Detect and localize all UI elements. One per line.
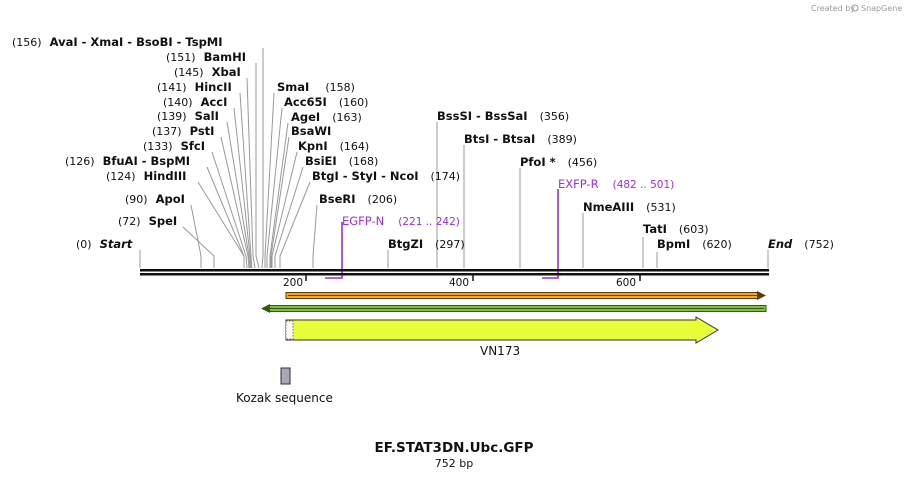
connector-hindiii — [197, 181, 245, 268]
site-connectors — [139, 48, 769, 269]
connector-acc65i — [266, 107, 283, 268]
reverse-bar-arrowhead — [261, 304, 270, 313]
vn173-label: VN173 — [480, 344, 520, 358]
axis-label-600: 600 — [616, 277, 636, 289]
primer-egfp-n-label: EGFP-N(221 .. 242) — [342, 214, 460, 228]
snapgene-logo-icon — [851, 4, 859, 12]
site-label-psti[interactable]: (137)PstI — [152, 124, 214, 138]
feature-vn173[interactable]: VN173 — [285, 316, 719, 358]
site-label-bpmi[interactable]: BpmI(620) — [657, 237, 732, 251]
site-label-smai[interactable]: SmaI(158) — [277, 80, 355, 94]
sequence-length: 752 bp — [435, 457, 473, 470]
primer-egfp-n-arrow — [325, 222, 343, 279]
axis-label-200: 200 — [283, 277, 303, 289]
sequence-title: EF.STAT3DN.Ubc.GFP — [374, 440, 533, 456]
kozak-box — [280, 367, 291, 385]
primer-egfp-n[interactable]: EGFP-N(221 .. 242) — [325, 214, 460, 279]
site-label-hincii[interactable]: (141)HincII — [157, 80, 232, 94]
site-label-bsawi[interactable]: BsaWI — [291, 124, 331, 138]
connector-hincii — [239, 92, 253, 269]
connector-btgi — [279, 181, 311, 268]
feature-kozak[interactable]: Kozak sequence — [236, 367, 333, 405]
connector-agei — [269, 122, 289, 268]
left-site-labels: (156)AvaI - XmaI - BsoBI - TspMI (151)Ba… — [12, 35, 246, 228]
site-label-avai[interactable]: (156)AvaI - XmaI - BsoBI - TspMI — [12, 35, 223, 49]
site-label-btgzi[interactable]: BtgZI(297) — [388, 237, 465, 251]
primer-exfp-r-label: EXFP-R(482 .. 501) — [558, 177, 674, 191]
site-label-apoi[interactable]: (90)ApoI — [125, 192, 185, 206]
site-label-spei[interactable]: (72)SpeI — [118, 214, 177, 228]
site-label-bsiei[interactable]: BsiEI(168) — [305, 154, 378, 168]
site-label-btgi[interactable]: BtgI - StyI - NcoI(174) — [312, 169, 460, 183]
site-label-agei[interactable]: AgeI(163) — [291, 110, 362, 124]
right-site-labels: SmaI(158) Acc65I(160) AgeI(163) BsaWI Kp… — [277, 80, 732, 251]
backbone-bottom-strand — [140, 273, 769, 276]
vn173-arrow — [285, 316, 719, 344]
credit-brand: SnapGene — [861, 4, 902, 13]
primer-exfp-r-arrow — [542, 189, 559, 279]
connector-bseri — [312, 204, 318, 268]
vn173-start-marker — [285, 320, 294, 340]
connector-bsiei — [274, 166, 304, 268]
connector-bamhi — [255, 63, 260, 269]
connector-psti — [220, 136, 250, 269]
connector-avai — [261, 48, 264, 269]
dna-backbone: 200 400 600 — [140, 269, 769, 289]
connector-sfci — [211, 151, 248, 269]
site-label-bsssi[interactable]: BssSI - BssSaI(356) — [437, 109, 569, 123]
connector-bsawi — [270, 136, 290, 268]
site-label-nmeaiii[interactable]: NmeAIII(531) — [583, 200, 676, 214]
site-label-btsi[interactable]: BtsI - BtsaI(389) — [464, 132, 577, 146]
axis-label-400: 400 — [449, 277, 469, 289]
credit-prefix: Created by — [811, 4, 855, 13]
site-label-hindiii[interactable]: (124)HindIII — [106, 169, 186, 183]
connector-apoi — [190, 204, 202, 268]
primer-exfp-r[interactable]: EXFP-R(482 .. 501) — [542, 177, 674, 279]
site-label-bseri[interactable]: BseRI(206) — [319, 192, 397, 206]
site-label-bamhi[interactable]: (151)BamHI — [166, 50, 246, 64]
connector-acci — [233, 107, 252, 269]
site-label-tati[interactable]: TatI(603) — [643, 222, 709, 236]
site-label-sali[interactable]: (139)SalI — [157, 109, 219, 123]
site-label-acci[interactable]: (140)AccI — [163, 95, 227, 109]
start-label: (0)Start — [76, 237, 133, 251]
site-label-acc65i[interactable]: Acc65I(160) — [284, 95, 368, 109]
site-label-sfci[interactable]: (133)SfcI — [143, 139, 205, 153]
site-label-bfuai[interactable]: (126)BfuAI - BspMI — [65, 154, 190, 168]
connector-kpni — [271, 151, 298, 268]
feature-reverse-bar[interactable] — [261, 304, 767, 313]
connector-bfuai — [206, 166, 245, 268]
feature-forward-bar[interactable] — [285, 291, 766, 300]
snapgene-credit: Created by SnapGene — [811, 4, 902, 13]
site-label-kpni[interactable]: KpnI(164) — [298, 139, 369, 153]
connector-sali — [226, 121, 251, 269]
backbone-top-strand — [140, 269, 769, 272]
site-label-pfoi[interactable]: PfoI *(456) — [520, 155, 597, 169]
connector-spei — [182, 226, 215, 268]
site-label-xbai[interactable]: (145)XbaI — [174, 65, 241, 79]
connector-smai — [264, 92, 275, 268]
end-label: End(752) — [768, 237, 834, 251]
connector-xbai — [246, 77, 256, 269]
kozak-label: Kozak sequence — [236, 391, 333, 405]
forward-bar-arrowhead — [757, 291, 766, 300]
